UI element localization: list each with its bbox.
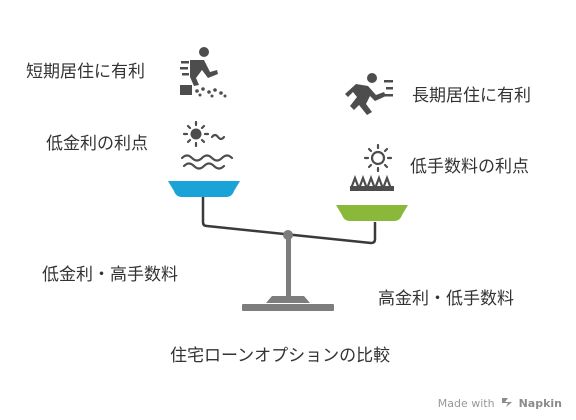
left-pan [168,181,240,197]
right-condition-label: 高金利・低手数料 [378,289,514,309]
runner-icon [345,73,393,115]
diagram-title: 住宅ローンオプションの比較 [170,346,391,366]
runner-jumping-icon [180,47,227,98]
scale-foot [266,296,310,303]
made-with-text: Made with [437,397,495,410]
right-pan [336,205,408,221]
scale-base-plate [242,304,334,311]
napkin-logo-icon [502,398,513,407]
left-condition-label: 低金利・高手数料 [42,265,178,285]
right-benefit-long-term-label: 長期居住に有利 [412,86,531,106]
sun-waves-icon [180,120,234,170]
scale-pillar [286,238,291,300]
sun-grass-icon [350,143,394,191]
left-benefit-low-rate-label: 低金利の利点 [46,134,148,154]
scale-pivot [283,230,293,240]
left-benefit-short-term-label: 短期居住に有利 [26,62,145,82]
right-benefit-low-fee-label: 低手数料の利点 [410,157,529,177]
napkin-credit[interactable]: Made with Napkin [438,397,562,410]
napkin-brand-text: Napkin [518,397,562,410]
